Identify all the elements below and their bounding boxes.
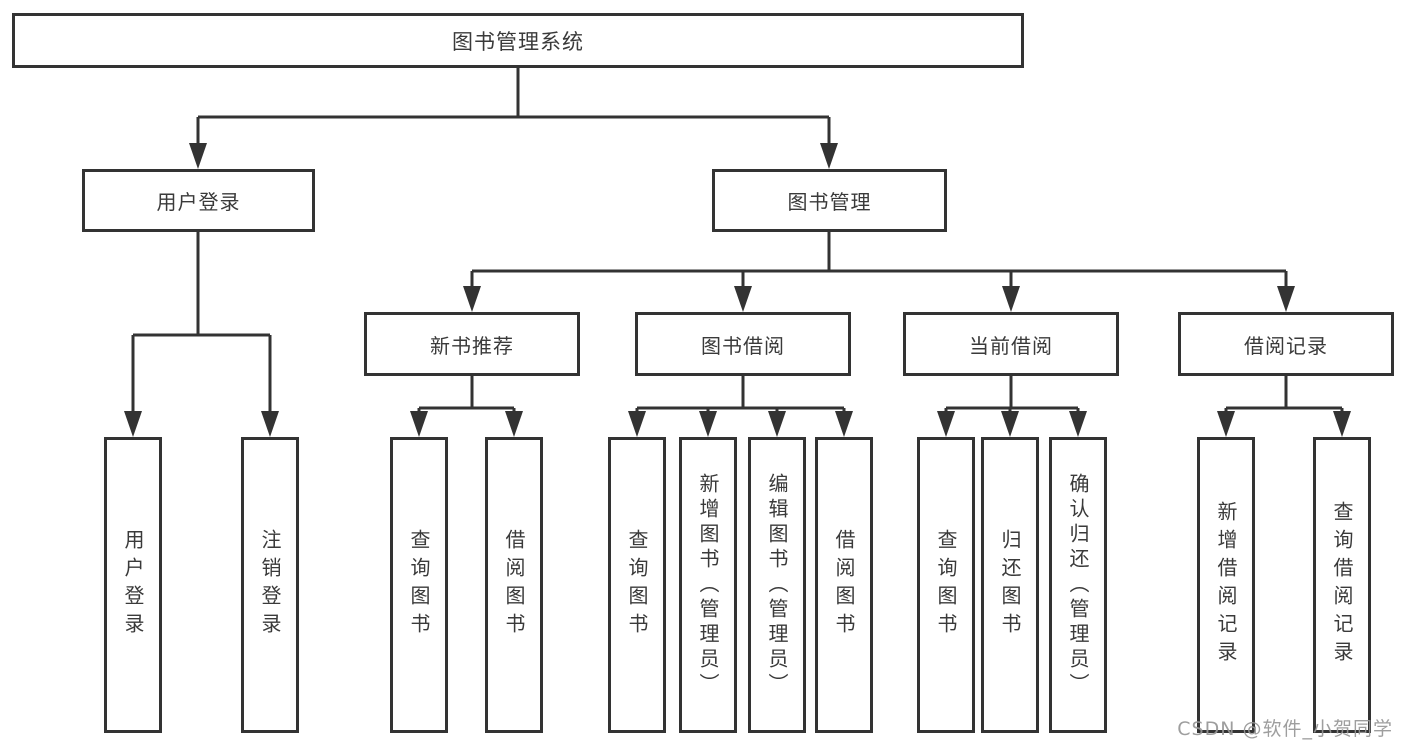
- node-label: 图书管理系统: [452, 29, 584, 54]
- node-label: 图书借阅: [701, 333, 785, 358]
- node-label: 图书管理: [787, 190, 872, 214]
- node-label: 查询图书: [625, 529, 649, 641]
- node-label: 编辑图书（管理员）: [765, 472, 789, 698]
- node-library-management-system: 图书管理系统: [12, 13, 1024, 68]
- leaf-edit-book-admin: 编辑图书（管理员）: [748, 437, 806, 733]
- node-new-book-recommendation: 新书推荐: [364, 312, 580, 376]
- node-label: 查询图书: [407, 529, 431, 641]
- leaf-borrow-books-recommend: 借阅图书: [485, 437, 543, 733]
- leaf-user-login: 用户登录: [104, 437, 162, 733]
- node-label: 查询借阅记录: [1330, 501, 1354, 669]
- leaf-add-borrow-record: 新增借阅记录: [1197, 437, 1255, 733]
- leaf-query-books-recommend: 查询图书: [390, 437, 448, 733]
- node-label: 借阅图书: [502, 529, 526, 641]
- node-label: 归还图书: [998, 529, 1022, 641]
- node-label: 新增借阅记录: [1214, 501, 1238, 669]
- leaf-query-books-current: 查询图书: [917, 437, 975, 733]
- leaf-borrow-books: 借阅图书: [815, 437, 873, 733]
- node-borrowing-records: 借阅记录: [1178, 312, 1394, 376]
- node-label: 新增图书（管理员）: [696, 472, 720, 698]
- node-label: 新书推荐: [430, 333, 514, 358]
- node-label: 查询图书: [934, 529, 958, 641]
- leaf-confirm-return-admin: 确认归还（管理员）: [1049, 437, 1107, 733]
- node-label: 用户登录: [121, 529, 145, 641]
- leaf-query-borrow-record: 查询借阅记录: [1313, 437, 1371, 733]
- leaf-add-book-admin: 新增图书（管理员）: [679, 437, 737, 733]
- node-label: 确认归还（管理员）: [1066, 472, 1090, 698]
- leaf-logout: 注销登录: [241, 437, 299, 733]
- watermark: CSDN @软件_小贺同学: [1177, 718, 1393, 740]
- node-book-management: 图书管理: [712, 169, 947, 232]
- node-label: 注销登录: [258, 529, 282, 641]
- node-label: 借阅图书: [832, 529, 856, 641]
- node-current-borrowing: 当前借阅: [903, 312, 1119, 376]
- node-label: 借阅记录: [1244, 333, 1328, 358]
- leaf-query-books-borrow: 查询图书: [608, 437, 666, 733]
- leaf-return-book: 归还图书: [981, 437, 1039, 733]
- node-label: 当前借阅: [969, 333, 1053, 358]
- arrowheads: [124, 143, 1351, 437]
- node-label: 用户登录: [156, 190, 241, 214]
- node-book-borrowing: 图书借阅: [635, 312, 851, 376]
- node-user-login: 用户登录: [82, 169, 315, 232]
